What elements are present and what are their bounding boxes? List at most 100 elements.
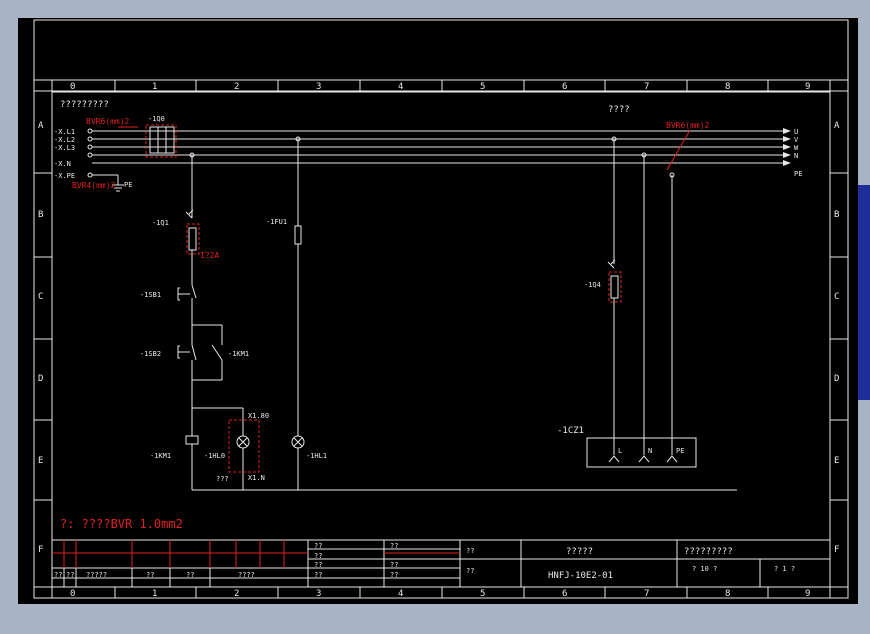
output-label: PE xyxy=(794,170,802,178)
lamp-note: ??? xyxy=(216,475,229,483)
row-label: B xyxy=(38,210,43,220)
row-label: E xyxy=(38,456,43,466)
rating-label: 1?2A xyxy=(200,251,219,260)
component-label: -1FU1 xyxy=(266,218,287,226)
col-label: 7 xyxy=(644,589,649,599)
signature-cell: ???? xyxy=(238,571,255,579)
wiring-note: ?: ????BVR 1.0mm2 xyxy=(60,517,183,531)
outer-frame xyxy=(33,19,849,599)
main-breaker-1q0[interactable] xyxy=(136,124,177,158)
socket-terminal: N xyxy=(648,447,652,455)
col-label: 6 xyxy=(562,82,567,92)
col-label: 8 xyxy=(725,589,730,599)
model-space-background xyxy=(18,18,858,604)
company-name: ????????? xyxy=(684,547,733,557)
terminal-label: X1.N xyxy=(248,474,265,482)
row-label: C xyxy=(38,292,43,302)
title-cell: ?? xyxy=(314,542,322,550)
col-label: 0 xyxy=(70,589,75,599)
col-label: 5 xyxy=(480,589,485,599)
col-label: 4 xyxy=(398,589,403,599)
title-cell: ?? xyxy=(314,552,322,560)
drawing-number: HNFJ-10E2-01 xyxy=(548,571,613,581)
signature-cell: ????? xyxy=(86,571,107,579)
row-label: A xyxy=(38,121,44,131)
breaker-label: -1Q0 xyxy=(148,115,165,123)
socket-circuit xyxy=(586,136,697,468)
terminal-label: -X.L1 xyxy=(54,128,75,136)
component-label: -1HL1 xyxy=(306,452,327,460)
title-cell: ?? xyxy=(390,542,398,550)
row-label: F xyxy=(834,545,839,555)
row-label: D xyxy=(38,374,43,384)
col-label: 9 xyxy=(805,82,810,92)
col-label: 1 xyxy=(152,82,157,92)
col-label: 3 xyxy=(316,589,321,599)
title-cell: ?? xyxy=(314,571,322,579)
title-cell: ?? xyxy=(390,561,398,569)
component-label: -1CZ1 xyxy=(557,426,584,436)
col-label: 2 xyxy=(234,589,239,599)
socket-terminal: PE xyxy=(676,447,684,455)
output-label: W xyxy=(794,144,799,152)
terminal-label: -X.L2 xyxy=(54,136,75,144)
col-label: 8 xyxy=(725,82,730,92)
socket-terminal: L xyxy=(618,447,622,455)
row-label: C xyxy=(834,292,839,302)
col-label: 5 xyxy=(480,82,485,92)
signature-cell: ?? xyxy=(146,571,154,579)
cable-label-out: BVR6(mm)2 xyxy=(666,121,710,130)
column-ruler-top xyxy=(114,80,769,92)
signature-cell: ?? xyxy=(186,571,194,579)
terminal-label: -X.PE xyxy=(54,172,75,180)
component-label: -1HL0 xyxy=(204,452,225,460)
column-ruler-bottom xyxy=(114,587,769,598)
title-block xyxy=(52,539,830,587)
col-label: 6 xyxy=(562,589,567,599)
col-label: 1 xyxy=(152,589,157,599)
title-cell: ?? xyxy=(466,547,474,555)
output-label: N xyxy=(794,152,798,160)
signature-cell: ?? xyxy=(66,571,74,579)
row-label: F xyxy=(38,545,43,555)
col-label: 2 xyxy=(234,82,239,92)
col-label: 0 xyxy=(70,82,75,92)
signature-cell: ?? xyxy=(54,571,62,579)
component-label: -1Q1 xyxy=(152,219,169,227)
sheet-total: ? 10 ? xyxy=(692,565,717,573)
row-ruler xyxy=(34,172,848,501)
component-label: -1SB2 xyxy=(140,350,161,358)
component-label: -1KM1 xyxy=(228,350,249,358)
section-title-right: ???? xyxy=(608,105,630,115)
title-cell: ?? xyxy=(314,561,322,569)
supply-bus xyxy=(87,128,791,192)
col-label: 7 xyxy=(644,82,649,92)
sheet-number: ? 1 ? xyxy=(774,565,795,573)
col-label: 3 xyxy=(316,82,321,92)
control-circuit xyxy=(177,136,737,491)
cable-label-pe: BVR4(mm)2 xyxy=(72,181,116,190)
pe-label: PE xyxy=(124,181,132,189)
cable-label-in: BVR6(mm)2 xyxy=(86,117,130,126)
drawing-name: ????? xyxy=(566,547,593,557)
title-cell: ?? xyxy=(390,571,398,579)
row-label: E xyxy=(834,456,839,466)
terminal-label: -X.N xyxy=(54,160,71,168)
side-panel-strip[interactable] xyxy=(858,185,870,400)
row-label: A xyxy=(834,121,840,131)
component-label: -1Q4 xyxy=(584,281,601,289)
terminal-label: -X.L3 xyxy=(54,144,75,152)
output-label: U xyxy=(794,128,798,136)
col-label: 9 xyxy=(805,589,810,599)
terminal-label: X1.80 xyxy=(248,412,269,420)
component-label: -1KM1 xyxy=(150,452,171,460)
row-label: D xyxy=(834,374,839,384)
col-label: 4 xyxy=(398,82,403,92)
section-title-left: ????????? xyxy=(60,100,109,110)
title-cell: ?? xyxy=(466,567,474,575)
output-label: V xyxy=(794,136,799,144)
row-label: B xyxy=(834,210,839,220)
component-label: -1SB1 xyxy=(140,291,161,299)
